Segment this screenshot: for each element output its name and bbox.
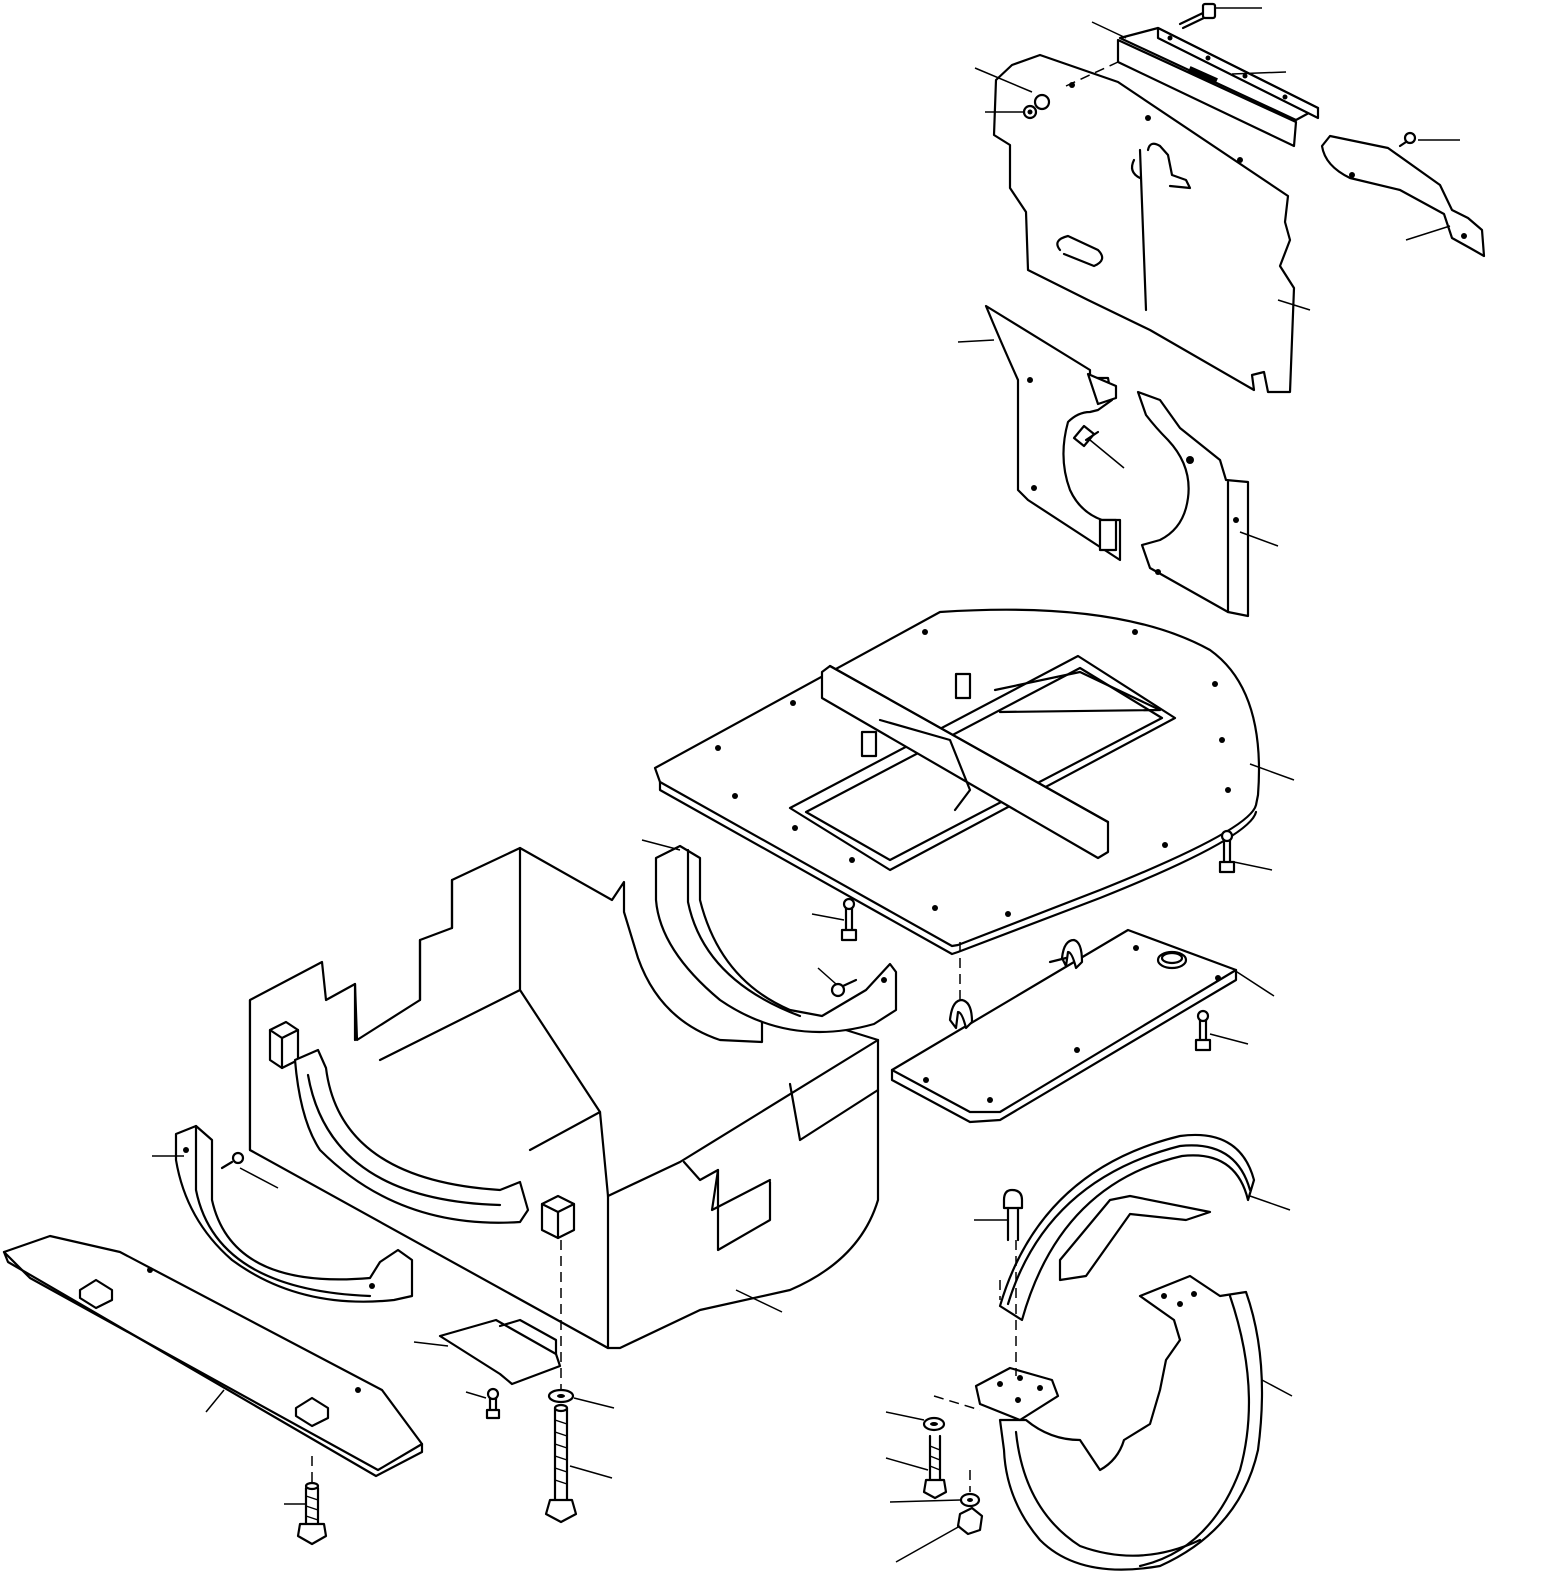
bolt-fender-lower	[922, 1434, 948, 1500]
fender-mount-plate	[974, 1366, 1060, 1422]
assembly-guides	[311, 61, 1119, 1492]
top-clamp-strip	[1116, 26, 1320, 148]
bolt-center	[840, 897, 858, 942]
bolt-center-small	[830, 978, 858, 998]
bolt-top	[1178, 2, 1217, 30]
nut-fender	[956, 1492, 984, 1536]
right-inner-cover	[1136, 390, 1250, 618]
washer-center	[547, 1388, 575, 1404]
main-tank-box	[248, 846, 880, 1350]
bolt-floor-plate	[1218, 829, 1236, 874]
bolt-left	[220, 1151, 245, 1170]
leader-lines	[152, 7, 1460, 1563]
side-bracket	[1320, 134, 1486, 258]
small-bottom-clip	[438, 1318, 562, 1386]
rear-fender-upper	[998, 1133, 1256, 1322]
long-bolt-center	[544, 1403, 578, 1524]
floor-plate	[653, 608, 1261, 956]
rear-cover-panel	[992, 53, 1296, 394]
left-hanging-bracket	[174, 1124, 414, 1303]
bolt-fender-washer	[922, 1416, 946, 1432]
bolt-bottom-left	[296, 1481, 328, 1546]
bolt-clip	[485, 1387, 501, 1420]
bolt-support-plate	[1194, 1009, 1212, 1052]
bottom-long-plate	[2, 1234, 424, 1478]
bolt-inner-cover	[1072, 424, 1100, 448]
small-support-plate	[890, 928, 1238, 1124]
left-inner-cover	[984, 304, 1122, 562]
left-curved-bracket	[293, 1048, 530, 1224]
bolt-side-bracket	[1398, 131, 1417, 148]
bolt-fender-upper	[1002, 1188, 1024, 1242]
right-curved-bracket	[654, 844, 898, 1034]
rear-fender-lower	[998, 1274, 1264, 1571]
